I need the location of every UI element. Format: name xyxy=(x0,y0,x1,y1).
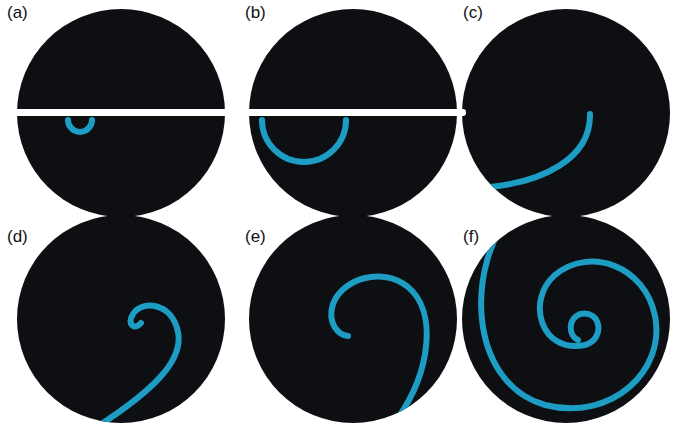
barrier-gap xyxy=(242,109,466,116)
spiral-wave xyxy=(68,114,656,425)
panel-label: (e) xyxy=(244,228,267,245)
panel-label: (a) xyxy=(6,4,29,21)
panel-label: (b) xyxy=(244,4,267,21)
panel-label: (f) xyxy=(462,228,480,245)
dark-disc xyxy=(17,9,670,423)
panel-label: (d) xyxy=(6,228,29,245)
barrier-gap xyxy=(10,109,234,116)
panel-label: (c) xyxy=(462,4,484,21)
